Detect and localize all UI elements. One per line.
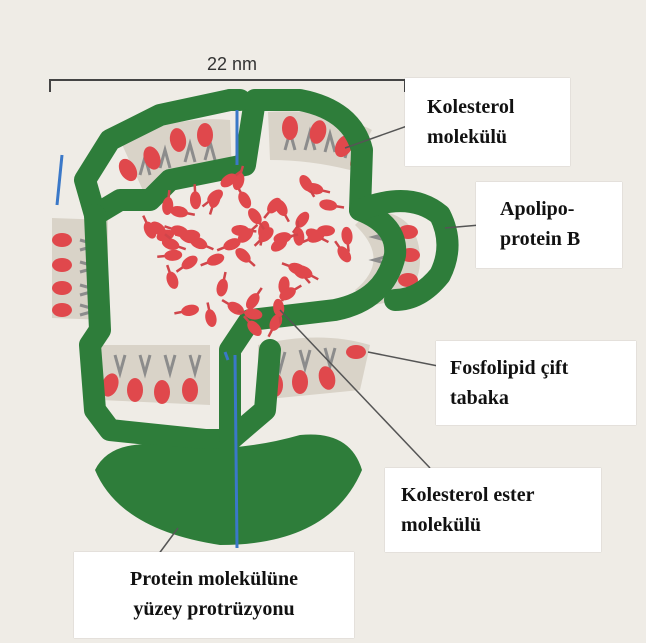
cholesterol-ester-molecule xyxy=(189,184,201,210)
label-protein-protrusion: Protein molekülüne yüzey protrüzyonu xyxy=(74,552,354,638)
cholesterol-ester-molecule xyxy=(173,303,200,319)
cholesterol-ester-molecule xyxy=(157,249,183,262)
label-line: Fosfolipid çift xyxy=(450,353,636,383)
label-cholesterol-ester: Kolesterol ester molekülü xyxy=(385,468,601,552)
label-line: Apolipo- xyxy=(500,194,622,224)
label-apolipoprotein-b: Apolipo- protein B xyxy=(476,182,622,268)
label-phospholipid-bilayer: Fosfolipid çift tabaka xyxy=(436,341,636,425)
label-line: molekülü xyxy=(427,122,570,152)
cholesterol-ester-molecule xyxy=(199,251,226,270)
cholesterol-ester-molecule xyxy=(162,263,181,290)
label-line: tabaka xyxy=(450,383,636,413)
label-line: molekülü xyxy=(401,510,601,540)
scale-label: 22 nm xyxy=(207,54,257,74)
cholesterol-ester-molecule xyxy=(318,198,344,213)
cholesterol-ester-molecule xyxy=(202,301,218,328)
label-line: Kolesterol ester xyxy=(401,480,601,510)
label-line: protein B xyxy=(500,224,622,254)
cholesterol-ester-molecule xyxy=(169,205,196,221)
label-line: Kolesterol xyxy=(427,92,570,122)
label-cholesterol-molecule: Kolesterol molekülü xyxy=(405,78,570,166)
cholesterol-ester-molecule xyxy=(215,271,231,298)
label-line: yüzey protrüzyonu xyxy=(74,594,354,624)
label-line: Protein molekülüne xyxy=(74,564,354,594)
cholesterol-ester-molecule xyxy=(233,245,259,270)
